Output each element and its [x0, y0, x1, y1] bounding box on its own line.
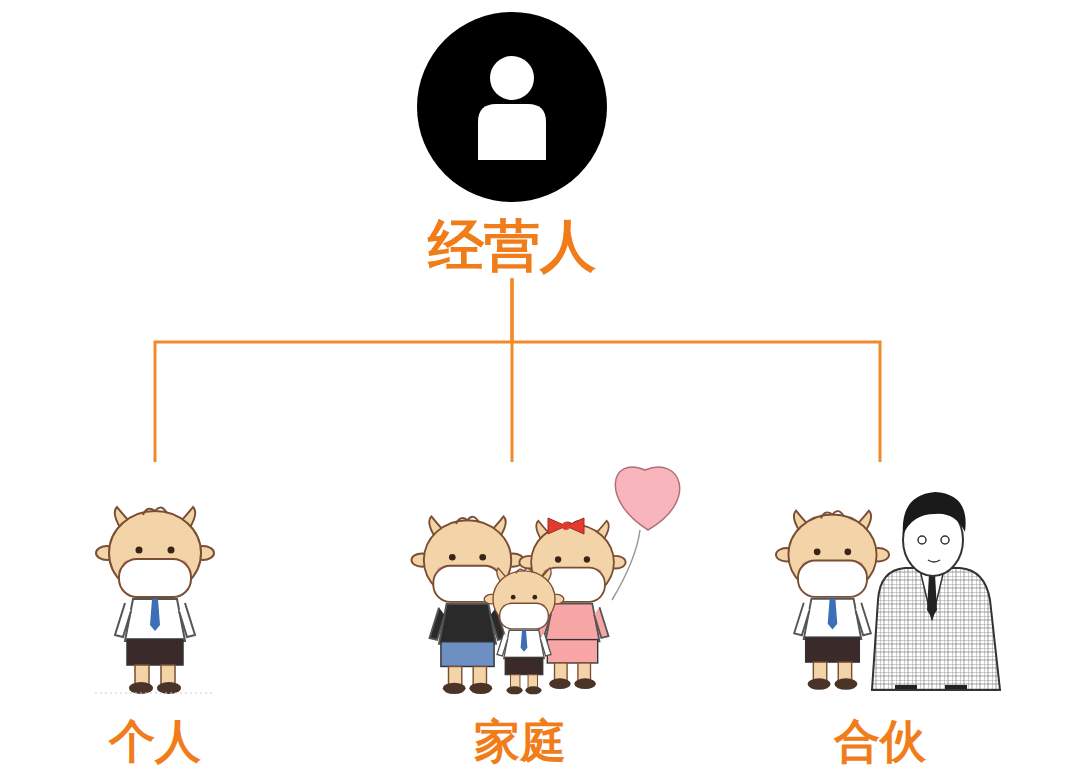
family-node: 家庭 [342, 462, 682, 768]
node-label: 经营人 [428, 214, 596, 278]
tree-connector [512, 278, 880, 462]
operator-node: 经营人 [417, 12, 607, 278]
node-label: 合伙 [834, 715, 926, 768]
individual-node: 个人 [85, 462, 225, 768]
node-label: 家庭 [474, 715, 566, 768]
tree-connector [155, 278, 512, 462]
node-label: 个人 [109, 715, 201, 768]
partnership-node: 合伙 [770, 462, 990, 768]
